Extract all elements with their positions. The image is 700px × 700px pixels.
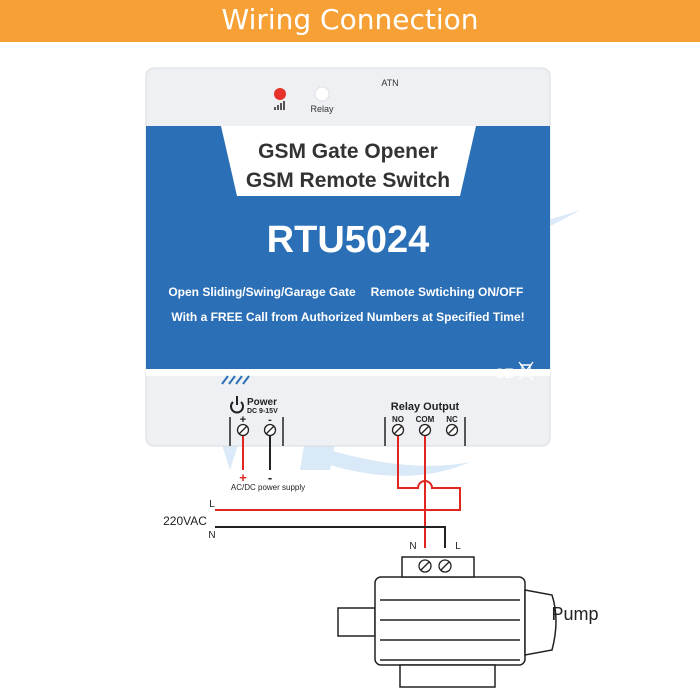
power-terminal-plus bbox=[236, 423, 250, 437]
power-voltage: DC 9-15V bbox=[247, 408, 278, 415]
relay-pin-nc: NC bbox=[446, 415, 458, 424]
supply-plus-label: + bbox=[239, 470, 247, 485]
relay-pin-com: COM bbox=[416, 415, 435, 424]
supply-minus-label: - bbox=[268, 470, 272, 485]
ce-mark: CE bbox=[494, 365, 513, 381]
pump-motor bbox=[337, 556, 557, 688]
wire-live bbox=[215, 436, 461, 511]
description-call: With a FREE Call from Authorized Numbers… bbox=[171, 310, 524, 324]
mains-voltage-label: 220VAC bbox=[163, 514, 207, 528]
signal-bars-icon bbox=[274, 101, 285, 110]
wire-neutral bbox=[215, 526, 446, 548]
relay-indicator-label: Relay bbox=[310, 104, 334, 114]
headline-line2: GSM Remote Switch bbox=[246, 169, 450, 192]
pump-n-label: N bbox=[409, 541, 416, 552]
pump-terminal-n bbox=[418, 559, 432, 573]
power-terminal-minus bbox=[263, 423, 277, 437]
page-title: Wiring Connection bbox=[221, 3, 479, 36]
mains-neutral-label: N bbox=[208, 530, 215, 541]
pump-terminal-l bbox=[438, 559, 452, 573]
power-plus-label: + bbox=[240, 414, 246, 426]
relay-output-title: Relay Output bbox=[391, 401, 460, 413]
power-icon bbox=[230, 396, 244, 414]
relay-terminal-no bbox=[391, 423, 405, 437]
power-minus-label: - bbox=[268, 414, 272, 426]
pump-label: Pump bbox=[551, 604, 598, 624]
vent-marks bbox=[221, 375, 250, 385]
weee-bin-icon bbox=[518, 361, 534, 381]
description-gate: Open Sliding/Swing/Garage Gate bbox=[168, 285, 356, 299]
model-name: RTU5024 bbox=[267, 219, 430, 261]
antenna-label: ATN bbox=[381, 78, 398, 88]
relay-terminal-nc bbox=[445, 423, 459, 437]
headline-line1: GSM Gate Opener bbox=[258, 140, 438, 163]
relay-led bbox=[314, 86, 330, 102]
relay-terminal-com bbox=[418, 423, 432, 437]
signal-led bbox=[274, 88, 286, 100]
mains-line-label: L bbox=[209, 499, 215, 510]
header-banner bbox=[0, 0, 700, 42]
power-supply-label: AC/DC power supply bbox=[231, 483, 305, 492]
relay-pin-no: NO bbox=[392, 415, 404, 424]
headline-panel bbox=[221, 126, 476, 196]
description-switching: Remote Swtiching ON/OFF bbox=[371, 285, 524, 299]
relay-wiring bbox=[215, 436, 461, 548]
power-title: Power bbox=[247, 397, 277, 408]
device-body bbox=[145, 67, 551, 447]
pump-l-label: L bbox=[455, 541, 461, 552]
